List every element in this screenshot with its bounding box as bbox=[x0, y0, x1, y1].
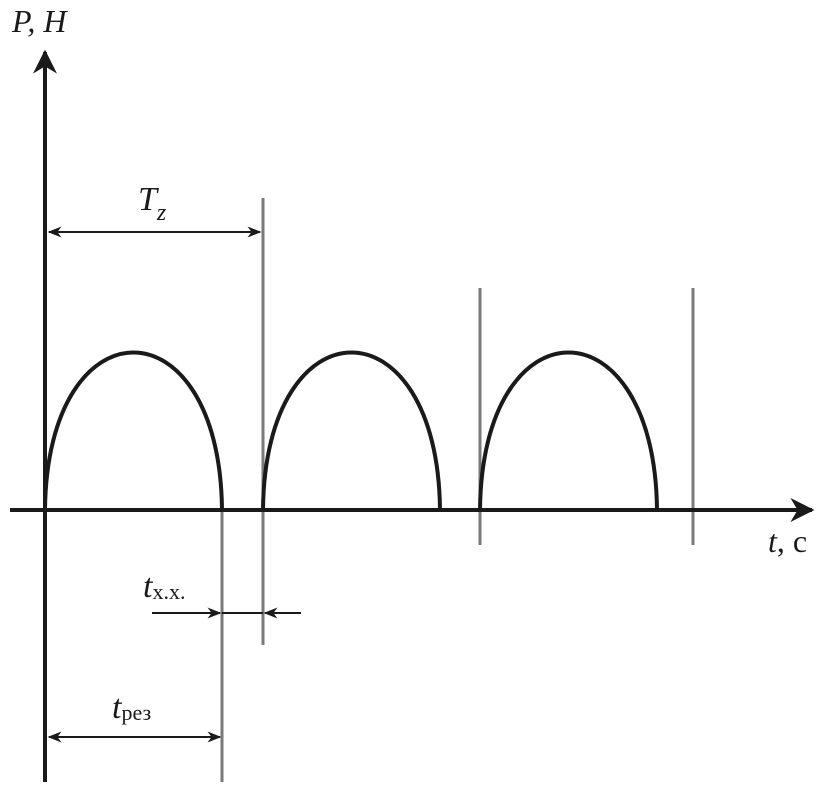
cut-label-sub: рез bbox=[121, 700, 151, 725]
period-label-main: T bbox=[138, 181, 159, 218]
force-pulse-1 bbox=[43, 350, 224, 511]
force-pulses bbox=[43, 350, 659, 511]
idle-label-sub: х.х. bbox=[152, 579, 185, 604]
cut-time-label: tрез bbox=[112, 689, 151, 726]
y-axis-label: P, H bbox=[11, 3, 68, 39]
x-axis-unit: , с bbox=[777, 523, 807, 559]
x-axis-label: t, с bbox=[768, 523, 807, 559]
force-pulse-2 bbox=[261, 350, 442, 511]
period-label-sub: z bbox=[156, 200, 167, 226]
x-axis-variable: t bbox=[768, 523, 778, 559]
force-pulse-3 bbox=[478, 350, 659, 511]
cut-label-main: t bbox=[112, 689, 123, 726]
idle-time-label: tх.х. bbox=[143, 568, 185, 605]
period-label: Tz bbox=[138, 181, 167, 226]
idle-label-main: t bbox=[143, 568, 154, 605]
